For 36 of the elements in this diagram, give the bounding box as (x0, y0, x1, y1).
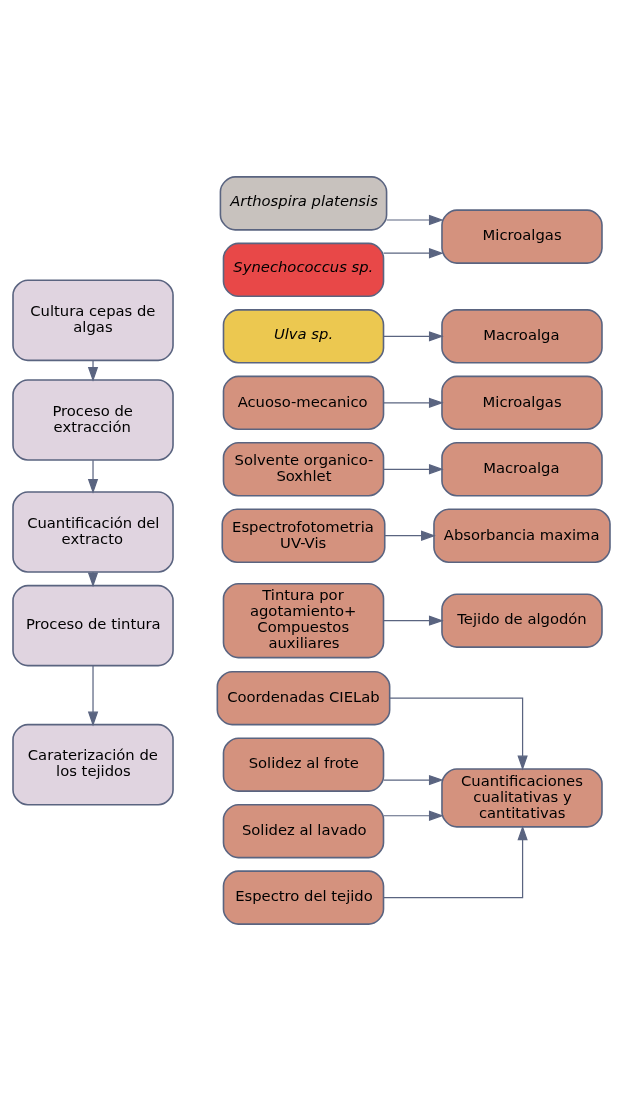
arrow (87, 459, 99, 494)
node-box: Caraterización de los tejidos (12, 723, 174, 806)
arrow (384, 530, 436, 541)
arrow (383, 397, 444, 408)
arrow (383, 810, 444, 821)
arrow (383, 464, 444, 475)
node-box: Macroalga (441, 309, 603, 364)
arrow (383, 248, 444, 259)
node-box: Espectrofotometria UV-Vis (221, 508, 386, 563)
arrow (383, 774, 444, 786)
arrow (383, 331, 444, 342)
node-box: Absorbancia maxima (433, 508, 611, 563)
node-box: Tintura por agotamiento+ Compuestos auxiliares (222, 582, 385, 659)
arrow (87, 360, 99, 382)
arrow (382, 825, 528, 899)
arrow (87, 665, 99, 727)
node-box: Arthospira platensis (219, 176, 388, 231)
node-box: Tejido de algodón (441, 593, 603, 648)
node-box: Solidez al frote (222, 737, 385, 792)
node-box: Cuantificaciones cualitativas y cantitativas (441, 768, 603, 828)
node-box: Microalgas (441, 209, 603, 264)
node-box: Synechococcus sp. (222, 242, 385, 298)
arrow (389, 697, 528, 771)
node-box: Proceso de extracción (12, 379, 174, 461)
node-box: Microalgas (441, 375, 603, 431)
node-box: Cultura cepas de algas (12, 279, 174, 362)
node-box: Coordenadas CIELab (216, 670, 391, 726)
arrow (383, 615, 444, 626)
node-box: Espectro del tejido (222, 870, 385, 925)
node-box: Acuoso-mecanico (222, 375, 385, 431)
arrow (386, 214, 444, 226)
node-box: Solvente organico-Soxhlet (222, 442, 385, 497)
node-box: Ulva sp. (222, 309, 385, 364)
node-box: Macroalga (441, 442, 603, 497)
node-box: Proceso de tintura (12, 584, 174, 667)
node-box: Solidez al lavado (222, 803, 385, 859)
